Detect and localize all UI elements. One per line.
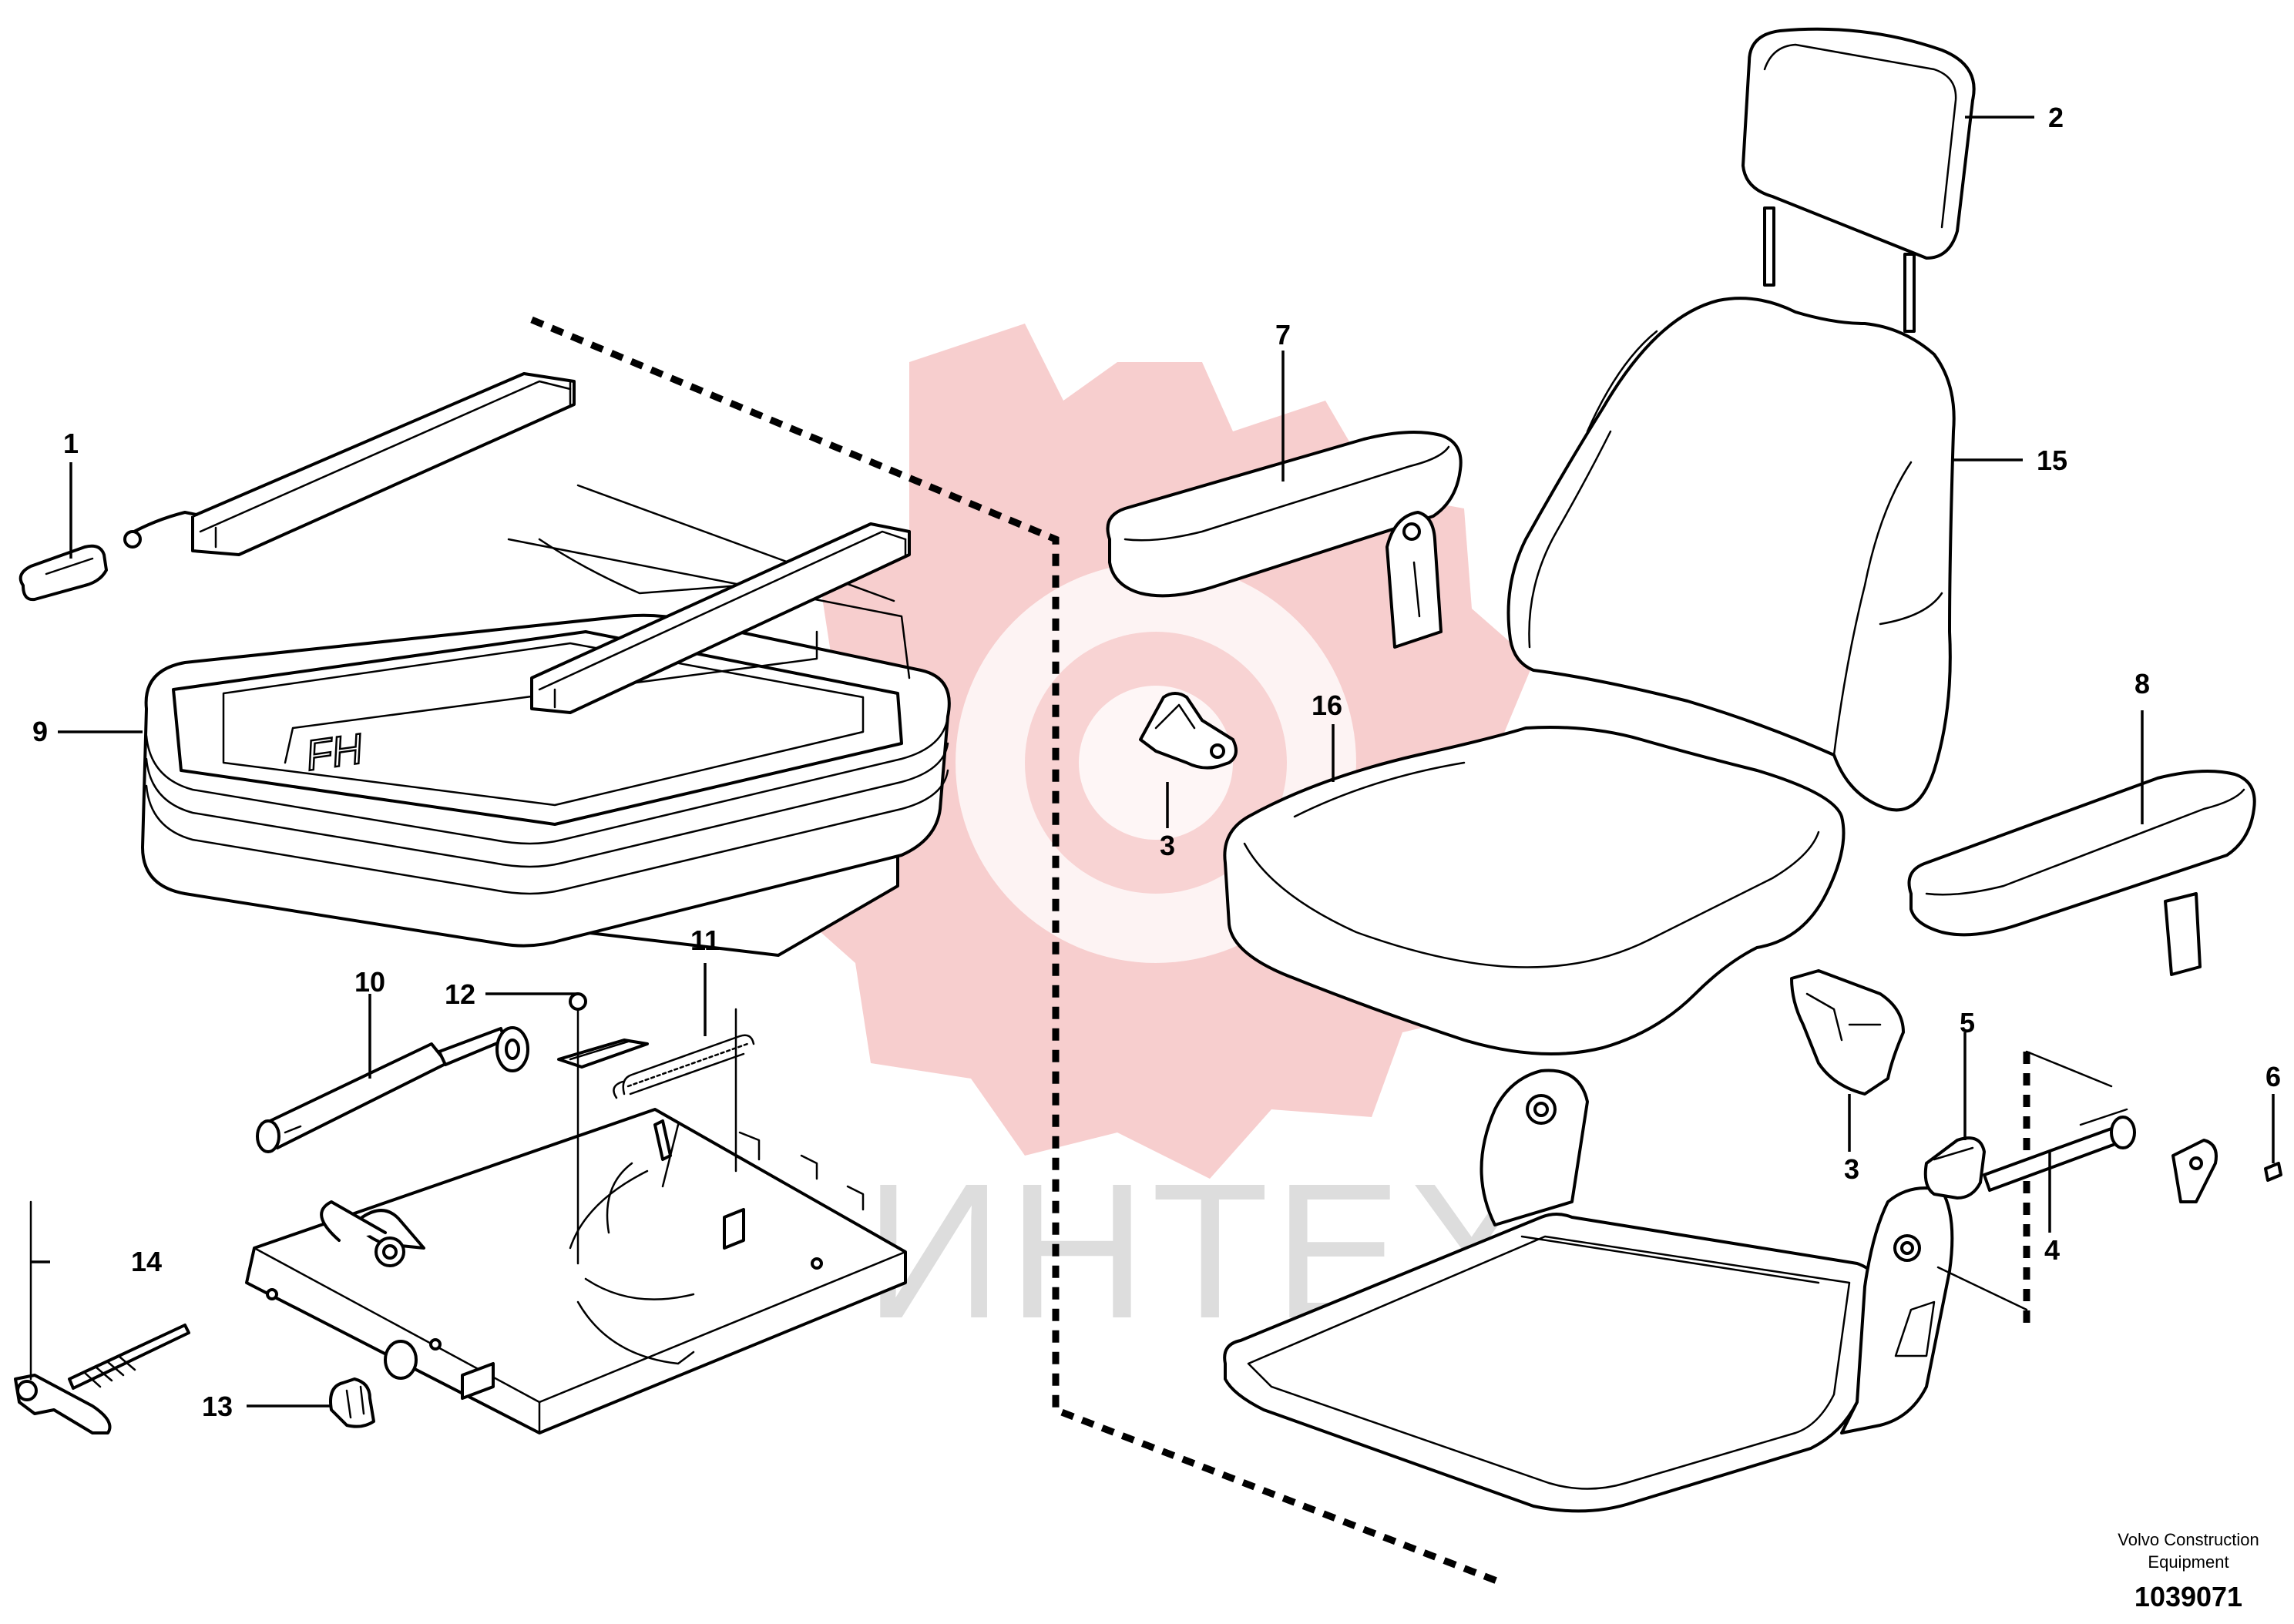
document-number: 1039071 [2134, 1581, 2242, 1612]
part-12-clip-bracket [557, 992, 737, 1265]
svg-text:FH: FH [303, 724, 366, 780]
part-base-plate [245, 1108, 907, 1434]
assembly-boundary [530, 316, 1504, 1587]
part-6-plate-screw [2171, 1139, 2282, 1203]
callout-10: 10 [354, 966, 385, 998]
callout-6: 6 [2265, 1061, 2281, 1092]
callout-1: 1 [63, 428, 79, 459]
part-16-seat-cushion [1223, 726, 1846, 1055]
part-slide-rail-left [191, 372, 576, 556]
publisher-line-1: Volvo Construction [2118, 1530, 2259, 1549]
callout-11: 11 [690, 924, 720, 956]
part-8-armrest-right [1907, 770, 2256, 976]
part-4-pivot-pin [1983, 1108, 2136, 1192]
callout-4: 4 [2044, 1234, 2060, 1266]
part-5-knob [1923, 1136, 1986, 1200]
callout-5: 5 [1960, 1007, 1975, 1038]
part-1-adjust-handle [18, 511, 198, 602]
callout-7: 7 [1275, 319, 1291, 351]
callout-15: 15 [2037, 445, 2067, 476]
publisher-line-2: Equipment [2148, 1552, 2229, 1572]
callout-3a: 3 [1160, 830, 1175, 861]
part-3-belt-latch [1139, 692, 1238, 770]
part-15-backrest [1506, 297, 1956, 812]
part-7-armrest-left [1106, 431, 1463, 649]
callout-9: 9 [32, 716, 48, 747]
publisher-block: Volvo Construction Equipment 1039071 [2118, 1530, 2259, 1612]
part-slide-rail-right [530, 522, 911, 714]
part-3-belt-buckle [1790, 969, 1905, 1096]
callout-3b: 3 [1844, 1153, 1859, 1185]
callout-8: 8 [2134, 668, 2150, 700]
callout-16: 16 [1312, 690, 1342, 721]
leader-lines [31, 116, 2275, 1408]
part-14-lock-lever [14, 1200, 190, 1434]
callout-13: 13 [202, 1391, 233, 1422]
callout-labels: 1 2 3 3 4 5 6 7 8 9 10 11 12 13 14 15 16 [32, 102, 2281, 1422]
callout-2: 2 [2048, 102, 2064, 133]
callout-12: 12 [445, 978, 475, 1010]
callout-14: 14 [131, 1246, 162, 1277]
part-11-tension-spring [613, 1034, 755, 1099]
part-seat-pan [1223, 1069, 1954, 1513]
part-13-retaining-clip [329, 1377, 375, 1428]
part-2-headrest [1741, 27, 1976, 333]
part-10-gas-spring [256, 1026, 529, 1153]
part-9-suspension-housing: FH [141, 484, 951, 957]
